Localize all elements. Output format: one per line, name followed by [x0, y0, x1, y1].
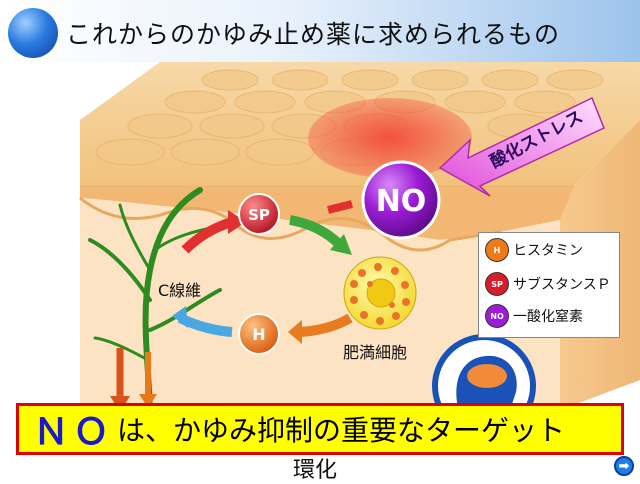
key-message-banner: ＮＯ は、かゆみ抑制の重要なターゲット	[16, 403, 624, 455]
legend-item-nitric-oxide: NO 一酸化窒素	[485, 303, 583, 329]
legend-label: ヒスタミン	[513, 243, 583, 259]
no-node-label: NO	[376, 184, 427, 219]
next-slide-button[interactable]: ➡	[614, 456, 634, 476]
no-node	[361, 160, 441, 240]
legend-label: 一酸化窒素	[513, 309, 583, 325]
arrow-no-to-sp	[327, 200, 353, 214]
arrow-right-icon: ➡	[618, 458, 630, 474]
arrow-nerve-to-sp	[181, 217, 234, 254]
title-bullet-icon	[8, 8, 58, 58]
mast-cell	[343, 256, 417, 330]
title-bar	[0, 0, 640, 62]
arrow-sp-to-mast	[289, 215, 344, 249]
nitric-oxide-icon: NO	[485, 304, 509, 328]
legend-item-substance-p: SP サブスタンスＰ	[485, 271, 611, 297]
inflamed-area	[308, 98, 472, 178]
sp-node-label: SP	[248, 206, 270, 224]
legend-label: サブスタンスＰ	[513, 277, 611, 293]
banner-text: は、かゆみ抑制の重要なターゲット	[117, 414, 566, 447]
h-node-label: H	[252, 325, 265, 344]
bottom-text: 環化	[293, 458, 338, 483]
arrow-mast-to-h	[299, 313, 353, 337]
sp-node	[238, 193, 280, 235]
banner-highlight: ＮＯ	[33, 412, 114, 453]
mast-cell-label: 肥満細胞	[343, 343, 408, 362]
histamine-icon: H	[485, 238, 509, 262]
dermal-boundary	[79, 196, 501, 252]
page-title: これからのかゆみ止め薬に求められるもの	[66, 20, 561, 49]
legend: H ヒスタミン SP サブスタンスＰ NO 一酸化窒素	[478, 232, 620, 338]
oxidative-stress-arrow	[438, 96, 605, 197]
substance-p-icon: SP	[485, 272, 509, 296]
legend-item-histamine: H ヒスタミン	[485, 237, 583, 263]
epidermis-layer	[80, 185, 575, 240]
c-fiber-label: C線維	[158, 281, 202, 300]
h-node	[238, 313, 280, 355]
dermis-layer	[80, 198, 560, 410]
